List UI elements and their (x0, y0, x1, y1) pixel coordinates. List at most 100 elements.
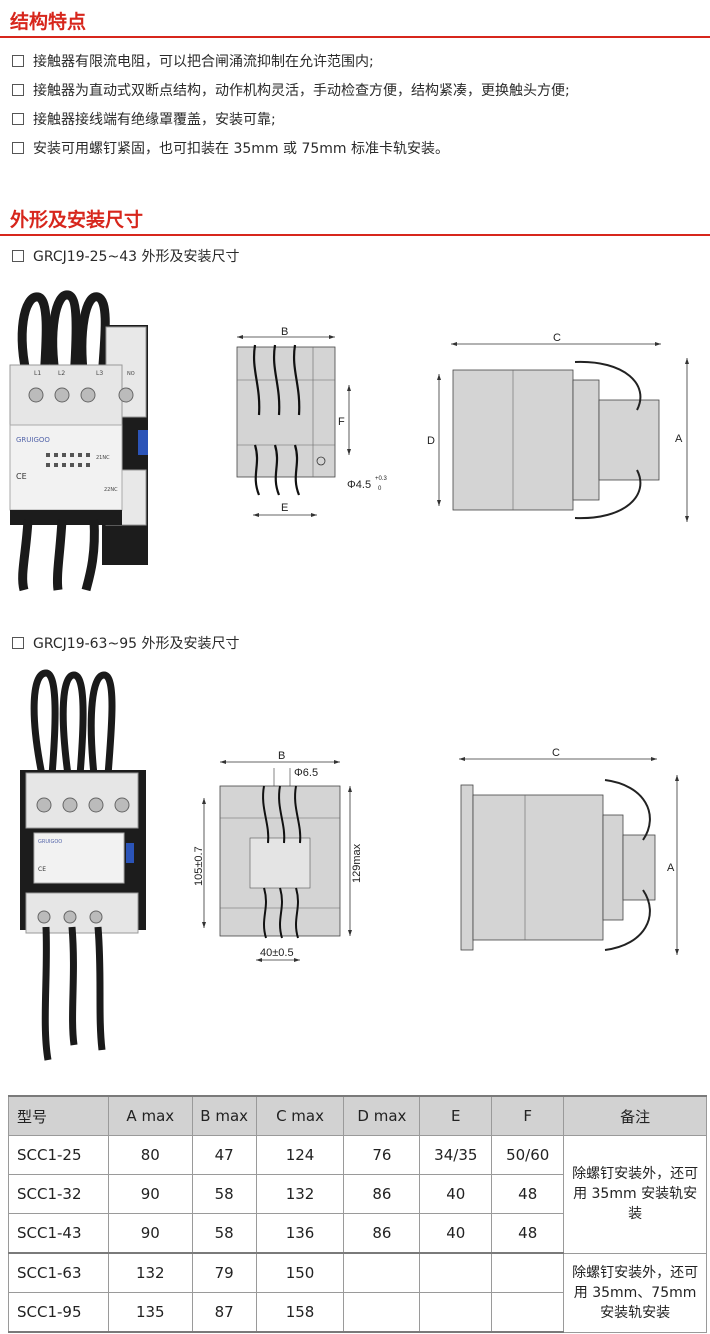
dim-label-f: F (338, 416, 345, 428)
cell-c: 132 (255, 1174, 345, 1214)
model-a-heading: GRCJ19-25~43 外形及安装尺寸 (12, 246, 239, 266)
tol-upper: +0.3 (375, 476, 388, 482)
model-b-front-drawing: B Φ6.5 105±0.7 129max 40±0.5 (193, 750, 363, 962)
cell-a: 135 (107, 1292, 193, 1333)
cell-d: 86 (343, 1213, 421, 1254)
feature-item: 安装可用螺钉紧固，也可扣装在 35mm 或 75mm 标准卡轨安装。 (12, 135, 570, 164)
header-e: E (419, 1095, 493, 1136)
checkbox-icon (12, 637, 24, 649)
model-b-product-photo: GRUIGOO CE (20, 669, 146, 1061)
dim-label-105: 105±0.7 (193, 846, 205, 886)
table-row: SCC1-95 135 87 158 (8, 1292, 707, 1333)
dim-label-a: A (667, 862, 675, 874)
cell-note-group2: 除螺钉安装外，还可用 35mm、75mm 安装轨安装 (563, 1252, 707, 1333)
ce-mark: CE (38, 866, 46, 873)
cell-model: SCC1-95 (8, 1292, 109, 1333)
model-a-front-drawing: B F Φ4.5 +0.3 0 E (236, 326, 388, 517)
cell-b: 87 (191, 1292, 257, 1333)
header-model: 型号 (8, 1095, 109, 1136)
header-b-max: B max (191, 1095, 257, 1136)
cell-e (419, 1252, 493, 1293)
cell-note-group1: 除螺钉安装外，还可用 35mm 安装轨安装 (563, 1135, 707, 1254)
header-c-max: C max (255, 1095, 345, 1136)
table-header-row: 型号 A max B max C max D max E F 备注 (8, 1095, 707, 1136)
terminal-label-l2: L2 (58, 370, 65, 377)
header-a-max: A max (107, 1095, 193, 1136)
cell-f: 50/60 (491, 1135, 565, 1175)
dim-label-40: 40±0.5 (260, 947, 294, 959)
terminal-label-l1: L1 (34, 370, 41, 377)
cell-e (419, 1292, 493, 1333)
checkbox-icon (12, 84, 24, 96)
cell-d: 76 (343, 1135, 421, 1175)
model-b-heading: GRCJ19-63~95 外形及安装尺寸 (12, 633, 239, 653)
cell-a: 90 (107, 1213, 193, 1254)
features-title: 结构特点 (10, 11, 87, 33)
dimensions-title: 外形及安装尺寸 (10, 209, 144, 231)
dim-label-a: A (675, 433, 683, 445)
cell-model: SCC1-63 (8, 1252, 109, 1293)
cell-c: 136 (255, 1213, 345, 1254)
checkbox-icon (12, 250, 24, 262)
cell-c: 158 (255, 1292, 345, 1333)
cell-b: 58 (191, 1174, 257, 1214)
cell-b: 58 (191, 1213, 257, 1254)
cell-model: SCC1-32 (8, 1174, 109, 1214)
header-d-max: D max (343, 1095, 421, 1136)
tol-lower: 0 (378, 486, 382, 492)
dim-label-d: D (427, 435, 435, 447)
cell-a: 132 (107, 1252, 193, 1293)
dim-label-b: B (281, 326, 288, 338)
header-notes: 备注 (563, 1095, 707, 1136)
table-row: SCC1-32 90 58 132 86 40 48 (8, 1174, 707, 1214)
cell-d: 86 (343, 1174, 421, 1214)
dim-label-hole: Φ6.5 (294, 767, 318, 779)
dim-label-b: B (278, 750, 285, 762)
cell-f (491, 1292, 565, 1333)
cell-f: 48 (491, 1213, 565, 1254)
dim-label-e: E (281, 502, 288, 514)
aux-contact-22nc: 22NC (104, 487, 118, 493)
cell-b: 47 (191, 1135, 257, 1175)
dim-label-c: C (552, 747, 560, 759)
model-a-product-photo: L1 L2 L3 NO GRUIGOO CE 21NC 22NC (9, 290, 148, 592)
product-brand: GRUIGOO (38, 839, 62, 845)
table-row: SCC1-25 80 47 124 76 34/35 50/60 除螺钉安装外，… (8, 1135, 707, 1254)
features-list: 接触器有限流电阻，可以把合闸涌流抑制在允许范围内; 接触器为直动式双断点结构，动… (12, 48, 570, 164)
cell-f: 48 (491, 1174, 565, 1214)
cell-d (343, 1252, 421, 1293)
model-b-side-drawing: C A (459, 747, 679, 955)
header-f: F (491, 1095, 565, 1136)
feature-item: 接触器为直动式双断点结构，动作机构灵活，手动检查方便，结构紧凑，更换触头方便; (12, 77, 570, 106)
table-row: SCC1-63 132 79 150 除螺钉安装外，还可用 35mm、75mm … (8, 1252, 707, 1333)
checkbox-icon (12, 113, 24, 125)
terminal-label-no: NO (127, 371, 135, 377)
table-row: SCC1-43 90 58 136 86 40 48 (8, 1213, 707, 1254)
dimensions-title-rule (0, 234, 710, 236)
cell-f (491, 1252, 565, 1293)
model-a-side-drawing: C D A (427, 332, 689, 522)
dim-label-129: 129max (351, 843, 363, 883)
dim-label-c: C (553, 332, 561, 344)
cell-a: 90 (107, 1174, 193, 1214)
checkbox-icon (12, 142, 24, 154)
ce-mark: CE (16, 472, 27, 481)
terminal-label-l3: L3 (96, 370, 103, 377)
dim-label-hole: Φ4.5 (347, 479, 371, 491)
feature-item: 接触器有限流电阻，可以把合闸涌流抑制在允许范围内; (12, 48, 570, 77)
features-title-rule (0, 36, 710, 38)
cell-model: SCC1-43 (8, 1213, 109, 1254)
aux-contact-21nc: 21NC (96, 455, 110, 461)
checkbox-icon (12, 55, 24, 67)
product-brand: GRUIGOO (16, 436, 50, 444)
spec-table: 型号 A max B max C max D max E F 备注 SCC1-2… (8, 1095, 707, 1333)
cell-e: 34/35 (419, 1135, 493, 1175)
cell-model: SCC1-25 (8, 1135, 109, 1175)
cell-c: 150 (255, 1252, 345, 1293)
feature-item: 接触器接线端有绝缘罩覆盖，安装可靠; (12, 106, 570, 135)
cell-d (343, 1292, 421, 1333)
cell-b: 79 (191, 1252, 257, 1293)
cell-c: 124 (255, 1135, 345, 1175)
cell-a: 80 (107, 1135, 193, 1175)
cell-e: 40 (419, 1213, 493, 1254)
